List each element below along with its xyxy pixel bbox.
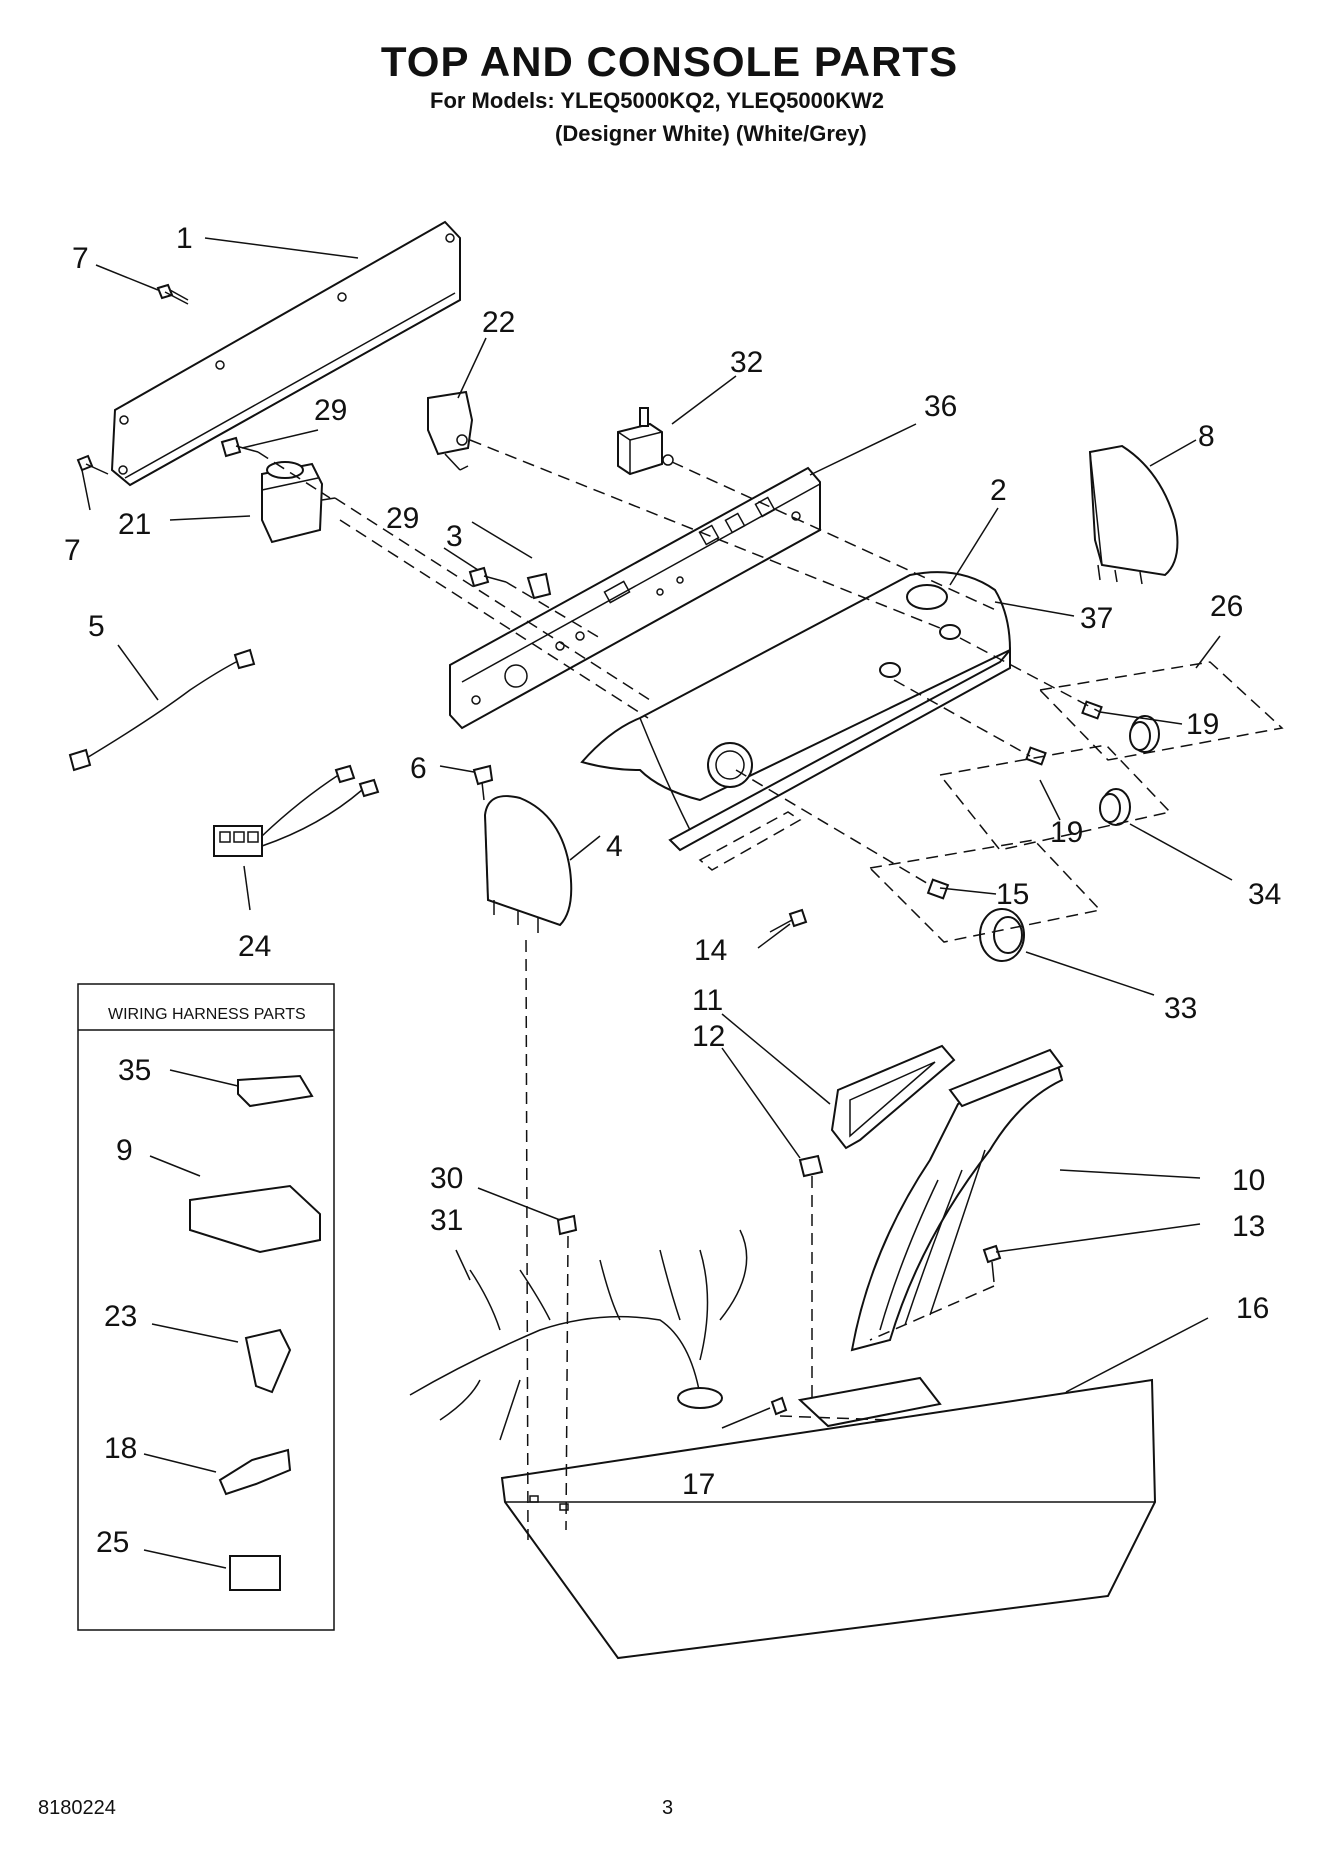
wire-5 <box>68 648 256 772</box>
callout-17: 17 <box>682 1468 715 1501</box>
callout-labels: 1 7 7 21 22 29 29 3 32 36 8 2 37 26 19 1… <box>64 222 1281 1559</box>
knob-group-box-19 <box>938 744 1172 851</box>
plug-17 <box>770 1396 788 1416</box>
callout-26: 26 <box>1210 590 1243 623</box>
callout-37: 37 <box>1080 602 1113 635</box>
callout-15: 15 <box>996 878 1029 911</box>
rear-console-panel <box>110 220 461 487</box>
lint-filter-11 <box>830 1044 956 1150</box>
callout-29-lower: 29 <box>386 502 419 535</box>
callout-32: 32 <box>730 346 763 379</box>
harness-24 <box>213 764 380 857</box>
callout-8: 8 <box>1198 420 1215 453</box>
knob-group-box-15 <box>868 839 1102 943</box>
assembly-lines <box>257 439 1101 1541</box>
document-number: 8180224 <box>38 1797 116 1819</box>
screw-29-lower <box>468 566 507 588</box>
switch-22 <box>427 390 474 471</box>
main-wire-harness-31 <box>409 1229 748 1441</box>
callout-23: 23 <box>104 1300 137 1333</box>
clip-23 <box>244 1328 292 1394</box>
callout-31: 31 <box>430 1204 463 1237</box>
callout-6: 6 <box>410 752 427 785</box>
callout-2: 2 <box>990 474 1007 507</box>
callout-12: 12 <box>692 1020 725 1053</box>
leader-lines <box>81 237 1233 1569</box>
connector-35 <box>237 1074 314 1108</box>
terminal-18 <box>218 1448 292 1496</box>
connector-9 <box>189 1184 321 1254</box>
clip-30 <box>556 1214 578 1236</box>
screw-29-upper <box>220 436 259 458</box>
page-number: 3 <box>662 1797 674 1819</box>
callout-19-lower: 19 <box>1050 816 1083 849</box>
switch-21 <box>261 461 336 544</box>
screw-6 <box>472 764 494 801</box>
knob-33 <box>926 878 1025 962</box>
colors-line: (Designer White) (White/Grey) <box>555 121 867 146</box>
models-line: For Models: YLEQ5000KQ2, YLEQ5000KW2 <box>430 88 885 113</box>
switch-32 <box>617 407 674 476</box>
screw-13 <box>982 1244 1002 1283</box>
end-cap-8 <box>1088 444 1179 585</box>
callout-10: 10 <box>1232 1164 1265 1197</box>
callout-24: 24 <box>238 930 271 963</box>
wiring-harness-box: WIRING HARNESS PARTS <box>77 983 335 1631</box>
callout-35: 35 <box>118 1054 151 1087</box>
top-panel-16 <box>500 1376 1157 1660</box>
page-title: TOP AND CONSOLE PARTS <box>380 38 959 85</box>
knob-26-upper <box>1081 700 1160 753</box>
callout-11: 11 <box>692 984 723 1017</box>
connector-25 <box>229 1555 281 1591</box>
callout-5: 5 <box>88 610 105 643</box>
callout-30: 30 <box>430 1162 463 1195</box>
callout-7-upper: 7 <box>72 242 89 275</box>
screw-7-lower <box>76 454 109 475</box>
screw-14 <box>769 908 808 933</box>
callout-3: 3 <box>446 520 463 553</box>
callout-36: 36 <box>924 390 957 423</box>
callout-1: 1 <box>176 222 193 255</box>
switch-3 <box>526 572 552 600</box>
seal-12 <box>798 1154 824 1178</box>
callout-19-upper: 19 <box>1186 708 1219 741</box>
callout-22: 22 <box>482 306 515 339</box>
callout-34: 34 <box>1248 878 1281 911</box>
callout-7-lower: 7 <box>64 534 81 567</box>
callout-13: 13 <box>1232 1210 1265 1243</box>
callout-25: 25 <box>96 1526 129 1559</box>
callout-16: 16 <box>1236 1292 1269 1325</box>
callout-9: 9 <box>116 1134 133 1167</box>
screw-7-upper <box>156 283 189 305</box>
knob-34-lower <box>1025 746 1131 826</box>
callout-29-upper: 29 <box>314 394 347 427</box>
callout-4: 4 <box>606 830 623 863</box>
callout-33: 33 <box>1164 992 1197 1025</box>
knob-group-box-26 <box>1038 661 1284 761</box>
lint-screen-housing-10 <box>850 1048 1064 1352</box>
callout-18: 18 <box>104 1432 137 1465</box>
harness-box-title: WIRING HARNESS PARTS <box>108 1006 306 1023</box>
end-cap-4 <box>483 795 573 933</box>
console-37 <box>580 571 1012 852</box>
callout-21: 21 <box>118 508 151 541</box>
console-bottom-box <box>698 811 802 871</box>
callout-14: 14 <box>694 934 727 967</box>
